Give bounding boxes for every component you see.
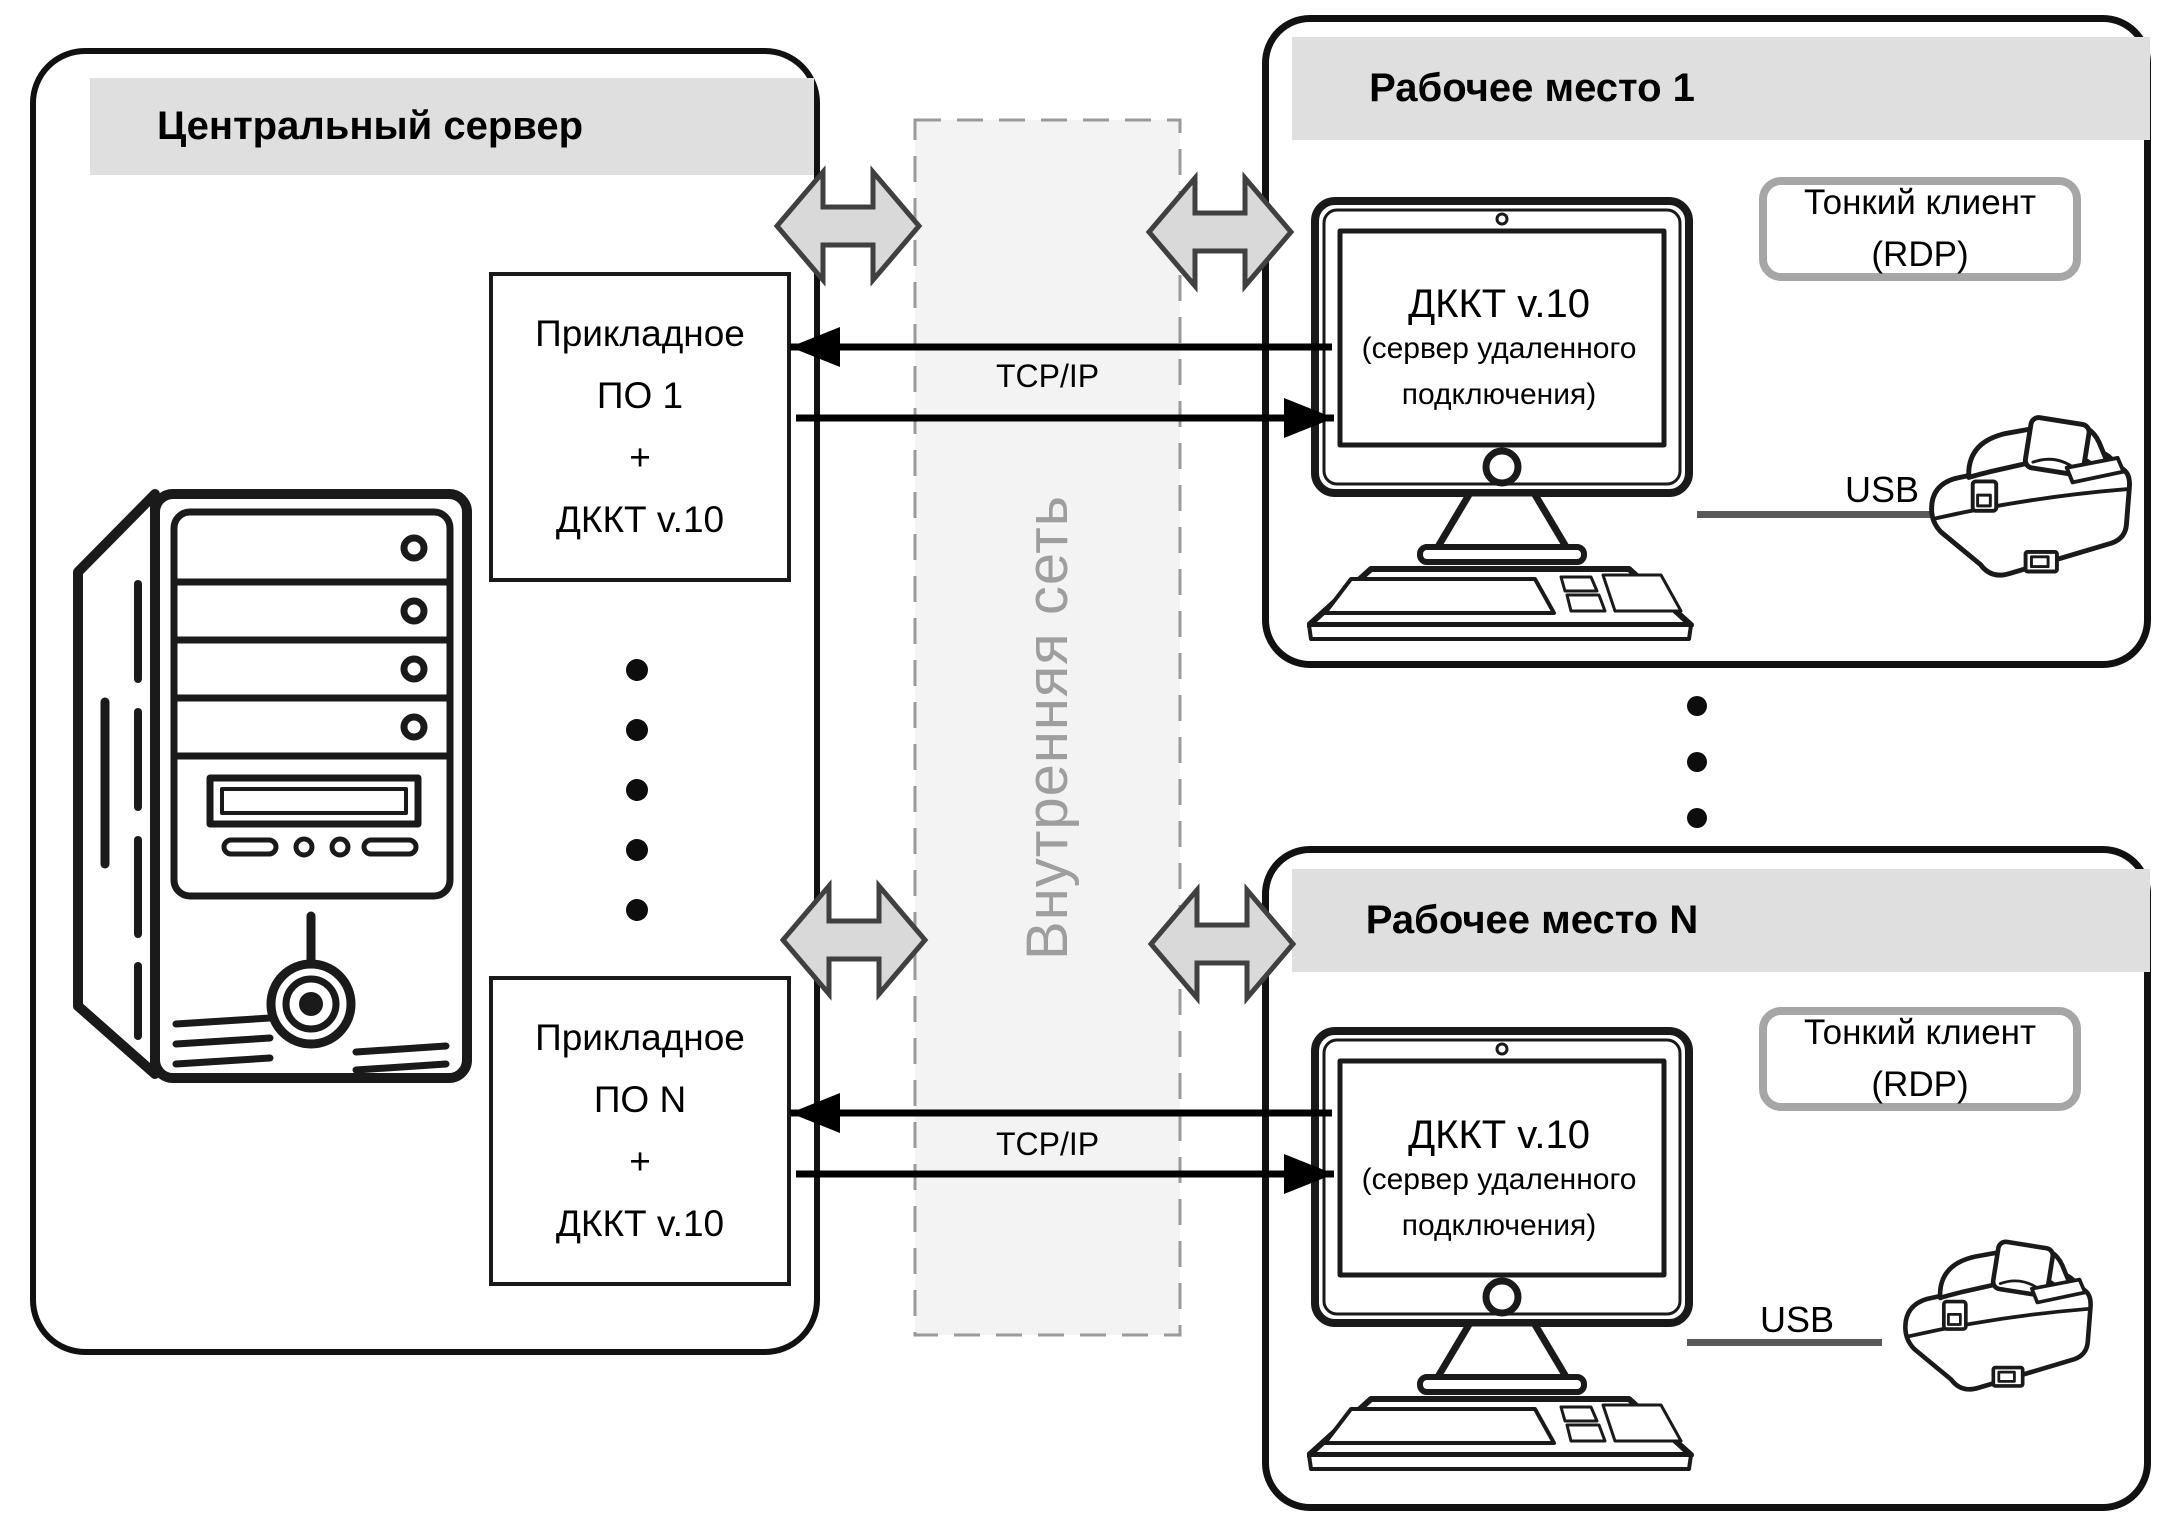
app-box-1-line: ПО 1 [596,375,684,416]
workstation-n-box: Рабочее место N ДККТ v.10 (сервер удален… [1262,846,2151,1511]
monitor-icon [1307,1027,1694,1471]
app-box-n-line: Прикладное [535,1017,745,1058]
monitor-1-screen-line2: (сервер удаленного [1361,332,1637,365]
app-software-box-n: Прикладное ПО N + ДККТ v.10 [489,976,791,1286]
central-server-title: Центральный сервер [156,104,584,148]
internal-network-strip [913,118,1182,1337]
thin-client-box-n: Тонкий клиент (RDP) [1759,1007,2081,1111]
usb-cable-1 [1697,511,2064,518]
thin-client-n-line1: Тонкий клиент [1803,1013,2037,1052]
central-server-box: Центральный сервер [30,48,820,1355]
workstation-n-header: Рабочее место N [1292,869,2150,972]
app-box-n-line: + [629,1141,651,1182]
monitor-1-screen-line3: подключения) [1401,378,1597,411]
monitor-n-screen-line3: подключения) [1401,1209,1597,1242]
thin-client-1-line1: Тонкий клиент [1803,183,2037,222]
app-box-n-line: ДККТ v.10 [555,1203,725,1244]
monitor-1-screen-line1: ДККТ v.10 [1408,281,1590,326]
app-box-n-line: ПО N [593,1079,687,1120]
monitor-n-screen-line2: (сервер удаленного [1361,1163,1637,1196]
workstation-1-title: Рабочее место 1 [1369,66,1695,110]
app-box-1-line: Прикладное [535,313,745,354]
thin-client-1-line2: (RDP) [1871,235,1969,274]
usb-label-n: USB [1759,1299,1835,1340]
usb-cable-n [1687,1339,1882,1346]
tcp-ip-label-bottom: TCP/IP [995,1125,1100,1162]
app-box-1-line: + [629,437,651,478]
receipt-printer-icon [1929,415,2132,578]
thin-client-n-line2: (RDP) [1871,1065,1969,1104]
internal-network-label: Внутренняя сеть [1015,495,1080,960]
central-server-header: Центральный сервер [90,78,814,175]
app-box-1-line: ДККТ v.10 [555,499,725,540]
app-software-box-1: Прикладное ПО 1 + ДККТ v.10 [489,272,791,582]
tcp-ip-label-top: TCP/IP [995,357,1100,394]
usb-label-1: USB [1844,469,1920,510]
workstation-ellipsis-dots [1687,696,1707,828]
receipt-printer-icon [1903,1239,2093,1392]
workstation-n-title: Рабочее место N [1365,898,1699,942]
monitor-icon [1307,197,1694,641]
workstation-1-header: Рабочее место 1 [1292,37,2150,140]
thin-client-box-1: Тонкий клиент (RDP) [1759,177,2081,281]
server-tower-icon [73,489,472,1083]
monitor-n-screen-line1: ДККТ v.10 [1408,1112,1590,1157]
workstation-1-box: Рабочее место 1 ДККТ v.10 (сервер удален [1262,15,2151,668]
